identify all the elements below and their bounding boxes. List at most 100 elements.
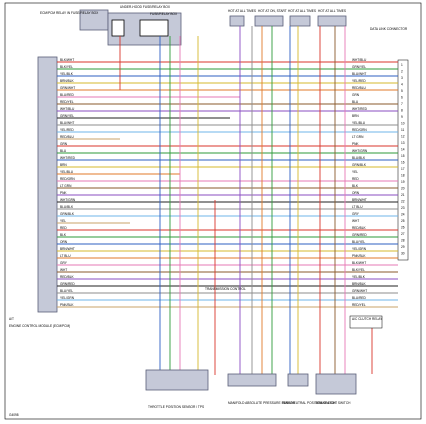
right-pin-number: 3 <box>401 76 403 80</box>
right-pin-number: 1 <box>401 63 403 67</box>
pin-wire-label: BLU <box>60 149 67 153</box>
pin-wire-label: BRN/WHT <box>60 247 75 251</box>
vertical-wires <box>119 26 373 375</box>
pin-wire-label-right: YEL <box>352 170 358 174</box>
pin-wire-label-right: BLU/YEL <box>352 240 365 244</box>
right-pin-number: 2 <box>401 70 403 74</box>
right-pin-number: 24 <box>401 213 405 217</box>
pin-wire-label: WHT/BLU <box>60 107 75 111</box>
hot-boxes: HOT AT ALL TIMES HOT AT ON, START HOT AT… <box>228 9 347 27</box>
pin-wire-label: BLU/RED <box>60 93 75 97</box>
right-pin-number: 9 <box>401 115 403 119</box>
pin-wire-label-right: BLK/WHT <box>352 261 366 265</box>
transmission-label: TRANSMISSION CONTROL <box>205 287 246 291</box>
right-pin-number: 16 <box>401 161 405 165</box>
svg-text:HOT AT ON, START: HOT AT ON, START <box>258 9 287 13</box>
right-pin-number: 23 <box>401 206 405 210</box>
pin-wire-label: LT BLU <box>60 254 71 258</box>
pin-wire-label: LT GRN <box>60 184 72 188</box>
ecm-relay-block: ECM/PCM RELAY IN FUSE/RELAY BOX <box>40 9 109 31</box>
right-pin-number: 22 <box>401 200 405 204</box>
pin-wire-label: YEL <box>60 219 66 223</box>
pin-wire-label: WHT/RED <box>60 156 76 160</box>
pin-wire-label-right: WHT/RED <box>352 107 368 111</box>
right-pin-number: 6 <box>401 96 403 100</box>
right-pin-number: 12 <box>401 135 405 139</box>
pin-wire-label-right: WHT/GRN <box>352 149 368 153</box>
pin-wire-label-right: GRN/YEL <box>352 65 366 69</box>
pin-wire-label: RED <box>60 226 67 230</box>
pin-wire-label: BLU/BLK <box>60 205 74 209</box>
right-pin-number: 5 <box>401 89 403 93</box>
right-pin-number: 25 <box>401 219 405 223</box>
right-pin-number: 8 <box>401 109 403 113</box>
pin-wire-label: GRN/RED <box>60 282 75 286</box>
pin-wire-label: BRN/BLK <box>60 79 75 83</box>
pin-wire-label: BRN <box>60 163 67 167</box>
right-pin-number: 26 <box>401 226 405 230</box>
pin-wire-label-right: RED <box>352 177 359 181</box>
pin-wire-label-right: RED/BLK <box>352 226 367 230</box>
park-neutral-switch: PARK/NEUTRAL POSITION SWITCH <box>282 373 336 405</box>
pin-wire-label: GRN <box>60 142 68 146</box>
pin-wire-label-right: YEL/GRN <box>352 247 367 251</box>
pin-wire-label-right: BRN/BLK <box>352 282 367 286</box>
pin-wire-label-right: BLU/BLK <box>352 156 366 160</box>
diagram-frame <box>4 2 422 420</box>
pin-wire-label: YEL/BLK <box>60 72 74 76</box>
pin-wire-label-right: YEL/BLK <box>352 275 366 279</box>
svg-text:ECM/PCM RELAY IN FUSE/RELAY BO: ECM/PCM RELAY IN FUSE/RELAY BOX <box>40 11 99 15</box>
svg-text:A/T: A/T <box>9 317 14 321</box>
ecm-connector: A/T ENGINE CONTROL MODULE (ECM/PCM) <box>9 56 70 328</box>
pin-wire-label: GRN/WHT <box>60 86 75 90</box>
pin-wire-label: PNK/BLK <box>60 303 74 307</box>
pin-wire-label-right: BLK/YEL <box>352 268 365 272</box>
pin-wire-label: WHT/GRN <box>60 198 76 202</box>
svg-text:MANIFOLD ABSOLUTE PRESSURE SEN: MANIFOLD ABSOLUTE PRESSURE SENSOR <box>228 401 296 405</box>
pin-wire-label: RED/GRN <box>60 177 75 181</box>
svg-text:ENGINE CONTROL MODULE (ECM/PCM: ENGINE CONTROL MODULE (ECM/PCM) <box>9 324 70 328</box>
pin-wire-label-right: RED/BLU <box>352 86 367 90</box>
pin-wire-label-right: GRN/RED <box>352 233 367 237</box>
pin-wire-label-right: YEL/RED <box>352 79 366 83</box>
pin-wire-label: ORN <box>60 240 68 244</box>
pin-wire-label-right: BRN <box>352 114 359 118</box>
pin-wire-label: YEL/RED <box>60 128 74 132</box>
ac-relay: A/C CLUTCH RELAY <box>349 315 383 329</box>
svg-text:A/C CLUTCH RELAY: A/C CLUTCH RELAY <box>352 317 383 321</box>
pin-wire-label: BLK/YEL <box>60 65 73 69</box>
pin-wire-label-right: RED/GRN <box>352 128 367 132</box>
pin-wire-label-right: ORN <box>352 191 360 195</box>
pin-wire-label-right: PNK <box>352 142 359 146</box>
pin-wire-label-right: PNK/BLK <box>352 254 366 258</box>
right-pin-numbers: 1234567891011121314151617181920212223242… <box>401 63 405 256</box>
pin-wire-label-right: GRN/WHT <box>352 289 367 293</box>
pin-wire-label-right: BLU/RED <box>352 296 367 300</box>
svg-text:HOT AT ALL TIMES: HOT AT ALL TIMES <box>288 9 316 13</box>
brake-light-switch: BRAKE LIGHT SWITCH <box>315 373 357 405</box>
pin-wire-label-right: GRN <box>352 93 360 97</box>
right-pin-number: 29 <box>401 245 405 249</box>
right-pin-number: 14 <box>401 148 405 152</box>
pin-wire-label: YEL/GRN <box>60 296 75 300</box>
wires <box>57 61 398 308</box>
pin-wire-label: BLK/WHT <box>60 58 74 62</box>
pin-wire-label-right: YEL/BLU <box>352 121 366 125</box>
right-pin-number: 19 <box>401 180 405 184</box>
pin-wire-label-right: BLU <box>352 100 359 104</box>
right-pin-number: 15 <box>401 154 405 158</box>
throttle-position-sensor: THROTTLE POSITION SENSOR / TPS <box>145 369 209 409</box>
svg-text:FUSE/RELAY BOX: FUSE/RELAY BOX <box>150 12 178 16</box>
right-pin-number: 17 <box>401 167 405 171</box>
pin-wire-label-right: LT GRN <box>352 135 364 139</box>
svg-text:UNDER-HOOD FUSE/RELAY BOX: UNDER-HOOD FUSE/RELAY BOX <box>120 5 171 9</box>
right-pin-number: 20 <box>401 187 405 191</box>
pin-wire-label-right: WHT/BLU <box>352 58 367 62</box>
pin-wire-label: BLK <box>60 233 67 237</box>
pin-wire-label: BLU/YEL <box>60 289 73 293</box>
right-pin-number: 18 <box>401 174 405 178</box>
right-pin-number: 11 <box>401 128 405 132</box>
